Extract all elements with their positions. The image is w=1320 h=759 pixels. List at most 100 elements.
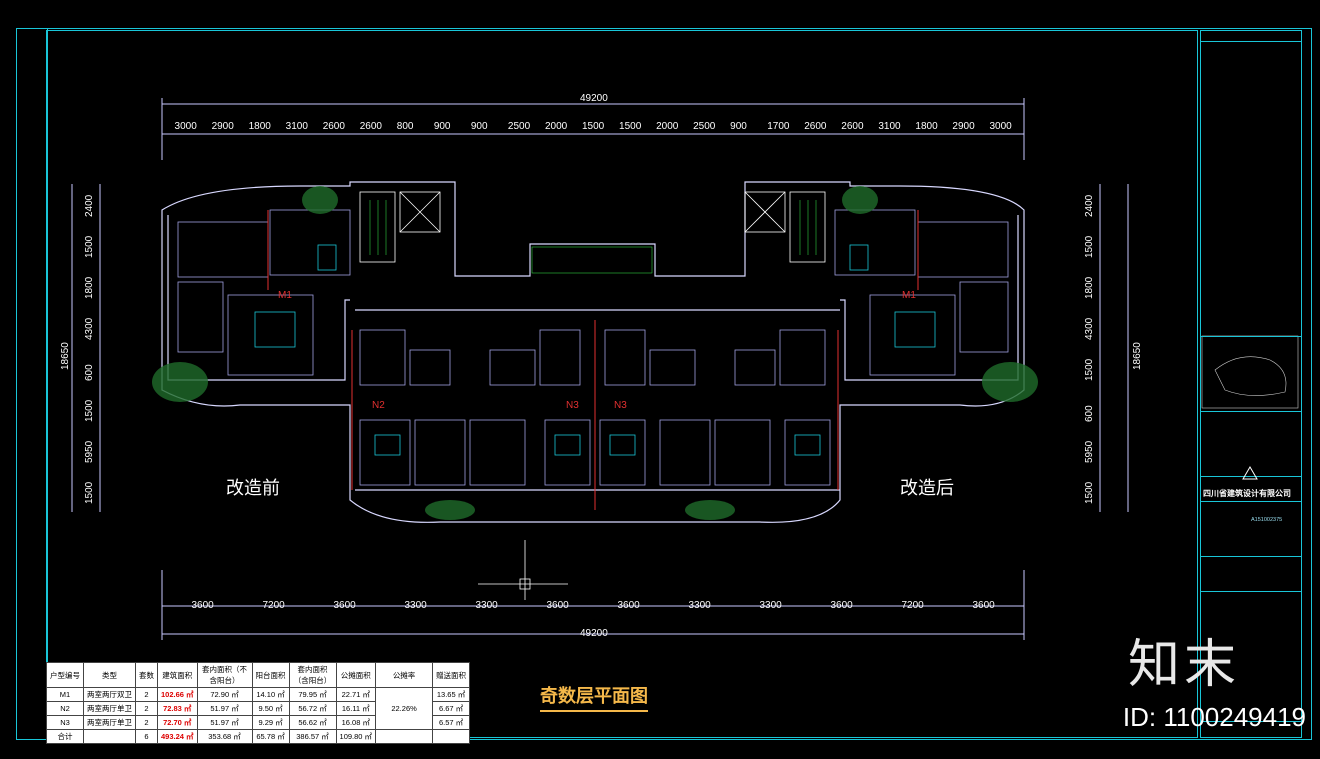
bottom-segment-dim: 3600 <box>972 600 995 611</box>
cell: 493.24 ㎡ <box>157 729 198 744</box>
col-header: 公摊率 <box>375 662 434 688</box>
top-segment-dim: 2600 <box>841 121 864 132</box>
table-row: N3 两室两厅单卫 2 72.70 ㎡ 51.97 ㎡ 9.29 ㎡ 56.62… <box>46 715 471 730</box>
top-segment-dim: 2500 <box>693 121 716 132</box>
cell <box>375 729 434 744</box>
top-segment-dim: 2000 <box>656 121 679 132</box>
cell: 16.08 ㎡ <box>335 715 377 730</box>
table-row: N2 两室两厅单卫 2 72.83 ㎡ 51.97 ㎡ 9.50 ㎡ 56.72… <box>46 701 471 716</box>
cell: 两室两厅双卫 <box>83 687 136 702</box>
col-header: 户型编号 <box>46 662 84 688</box>
right-segment-dim: 5950 <box>1084 440 1095 463</box>
left-segment-dim: 4300 <box>84 317 95 340</box>
cell: 6 <box>135 729 158 744</box>
cell: 72.90 ㎡ <box>196 687 253 702</box>
cell: 51.97 ㎡ <box>196 715 253 730</box>
cell: 14.10 ㎡ <box>251 687 290 702</box>
bottom-segment-dim: 3600 <box>333 600 356 611</box>
col-header: 阳台面积 <box>251 662 290 688</box>
unit-tag-m1-left: M1 <box>278 290 292 301</box>
watermark-id: ID: 1100249419 <box>1122 702 1306 732</box>
top-segment-dim: 2500 <box>507 121 531 132</box>
cell: 72.83 ㎡ <box>157 701 198 716</box>
company-name: 四川省建筑设计有限公司 <box>1203 489 1291 498</box>
top-segment-dim: 1800 <box>248 121 271 132</box>
cell: 两室两厅单卫 <box>83 715 136 730</box>
cell: 9.50 ㎡ <box>251 701 290 716</box>
col-header: 套数 <box>135 662 158 688</box>
bottom-segment-dim: 3600 <box>191 600 214 611</box>
cell: 386.57 ㎡ <box>288 729 337 744</box>
col-header: 赠送面积 <box>432 662 471 688</box>
bottom-segment-dim: 3300 <box>475 600 498 611</box>
left-segment-dim: 1500 <box>84 481 95 504</box>
unit-tag-n3-a: N3 <box>566 400 579 411</box>
cell: 2 <box>135 701 158 716</box>
inner-border <box>46 30 1198 738</box>
unit-tag-n3-b: N3 <box>614 400 627 411</box>
bottom-segment-dim: 7200 <box>901 600 924 611</box>
right-segment-dim: 2400 <box>1084 194 1095 217</box>
label-after: 改造后 <box>900 478 954 499</box>
left-segment-dim: 600 <box>84 363 95 381</box>
bottom-segment-dim: 7200 <box>262 600 285 611</box>
top-segment-dim: 2900 <box>952 121 975 132</box>
top-segment-dim: 1500 <box>619 121 642 132</box>
unit-tag-n2: N2 <box>372 400 385 411</box>
left-segment-dim: 1500 <box>84 399 95 422</box>
cell: 72.70 ㎡ <box>157 715 198 730</box>
cell: 合计 <box>46 729 84 744</box>
top-segment-dim: 2900 <box>211 121 234 132</box>
cert-code: A151002375 <box>1251 517 1283 523</box>
left-total-dim: 18650 <box>60 342 71 370</box>
col-header: 公摊面积 <box>335 662 377 688</box>
right-segment-dim: 1500 <box>1084 481 1095 504</box>
top-segment-dim: 2000 <box>544 121 568 132</box>
table-row: M1 两室两厅双卫 2 102.66 ㎡ 72.90 ㎡ 14.10 ㎡ 79.… <box>46 687 471 730</box>
table-header-row: 户型编号 类型 套数 建筑面积 套内面积（不含阳台） 阳台面积 套内面积（含阳台… <box>46 662 471 688</box>
left-segment-dim: 1800 <box>84 276 95 299</box>
top-segment-dim: 3100 <box>285 121 308 132</box>
cell: 两室两厅单卫 <box>83 701 136 716</box>
col-header: 建筑面积 <box>157 662 198 688</box>
right-total-dim: 18650 <box>1132 342 1143 370</box>
top-segment-dim: 900 <box>730 121 747 132</box>
right-segment-dim: 1500 <box>1084 358 1095 381</box>
top-segment-dim: 800 <box>396 121 414 132</box>
top-segment-dim: 1700 <box>767 121 790 132</box>
left-segment-dim: 5950 <box>84 440 95 463</box>
plan-title: 奇数层平面图 <box>540 682 648 712</box>
bottom-segment-dim: 3300 <box>688 600 711 611</box>
bottom-total-dim: 49200 <box>580 628 608 639</box>
cell: 2 <box>135 715 158 730</box>
top-segment-dim: 1800 <box>915 121 938 132</box>
cell: 9.29 ㎡ <box>251 715 290 730</box>
cell: N2 <box>46 701 84 716</box>
top-segment-dim: 2600 <box>359 121 382 132</box>
area-schedule-table: 户型编号 类型 套数 建筑面积 套内面积（不含阳台） 阳台面积 套内面积（含阳台… <box>46 662 471 744</box>
bottom-segment-dim: 3600 <box>617 600 640 611</box>
top-segment-dim: 3100 <box>878 121 901 132</box>
cell: 2 <box>135 687 158 702</box>
cell: 13.65 ㎡ <box>432 687 471 702</box>
left-binding-strip <box>16 28 48 740</box>
top-segment-dim: 900 <box>433 121 451 132</box>
left-segment-dim: 1500 <box>84 235 95 258</box>
cell: 22.71 ㎡ <box>335 687 377 702</box>
right-segment-dim: 1500 <box>1084 235 1095 258</box>
table-row-total: 合计 6 493.24 ㎡ 353.68 ㎡ 65.78 ㎡ 386.57 ㎡ … <box>46 729 471 744</box>
left-segment-dim: 2400 <box>84 194 95 217</box>
cell: 51.97 ㎡ <box>196 701 253 716</box>
bottom-segment-dim: 3600 <box>830 600 853 611</box>
right-segment-dim: 4300 <box>1084 317 1095 340</box>
top-segment-dim: 900 <box>470 121 488 132</box>
cell-share-rate: 22.26% <box>375 687 434 730</box>
unit-tag-m1-right: M1 <box>902 290 916 301</box>
cell: 6.57 ㎡ <box>432 715 471 730</box>
cell: 56.72 ㎡ <box>288 701 337 716</box>
col-header: 类型 <box>83 662 136 688</box>
cell <box>83 729 136 744</box>
cell: N3 <box>46 715 84 730</box>
cell: 6.67 ㎡ <box>432 701 471 716</box>
